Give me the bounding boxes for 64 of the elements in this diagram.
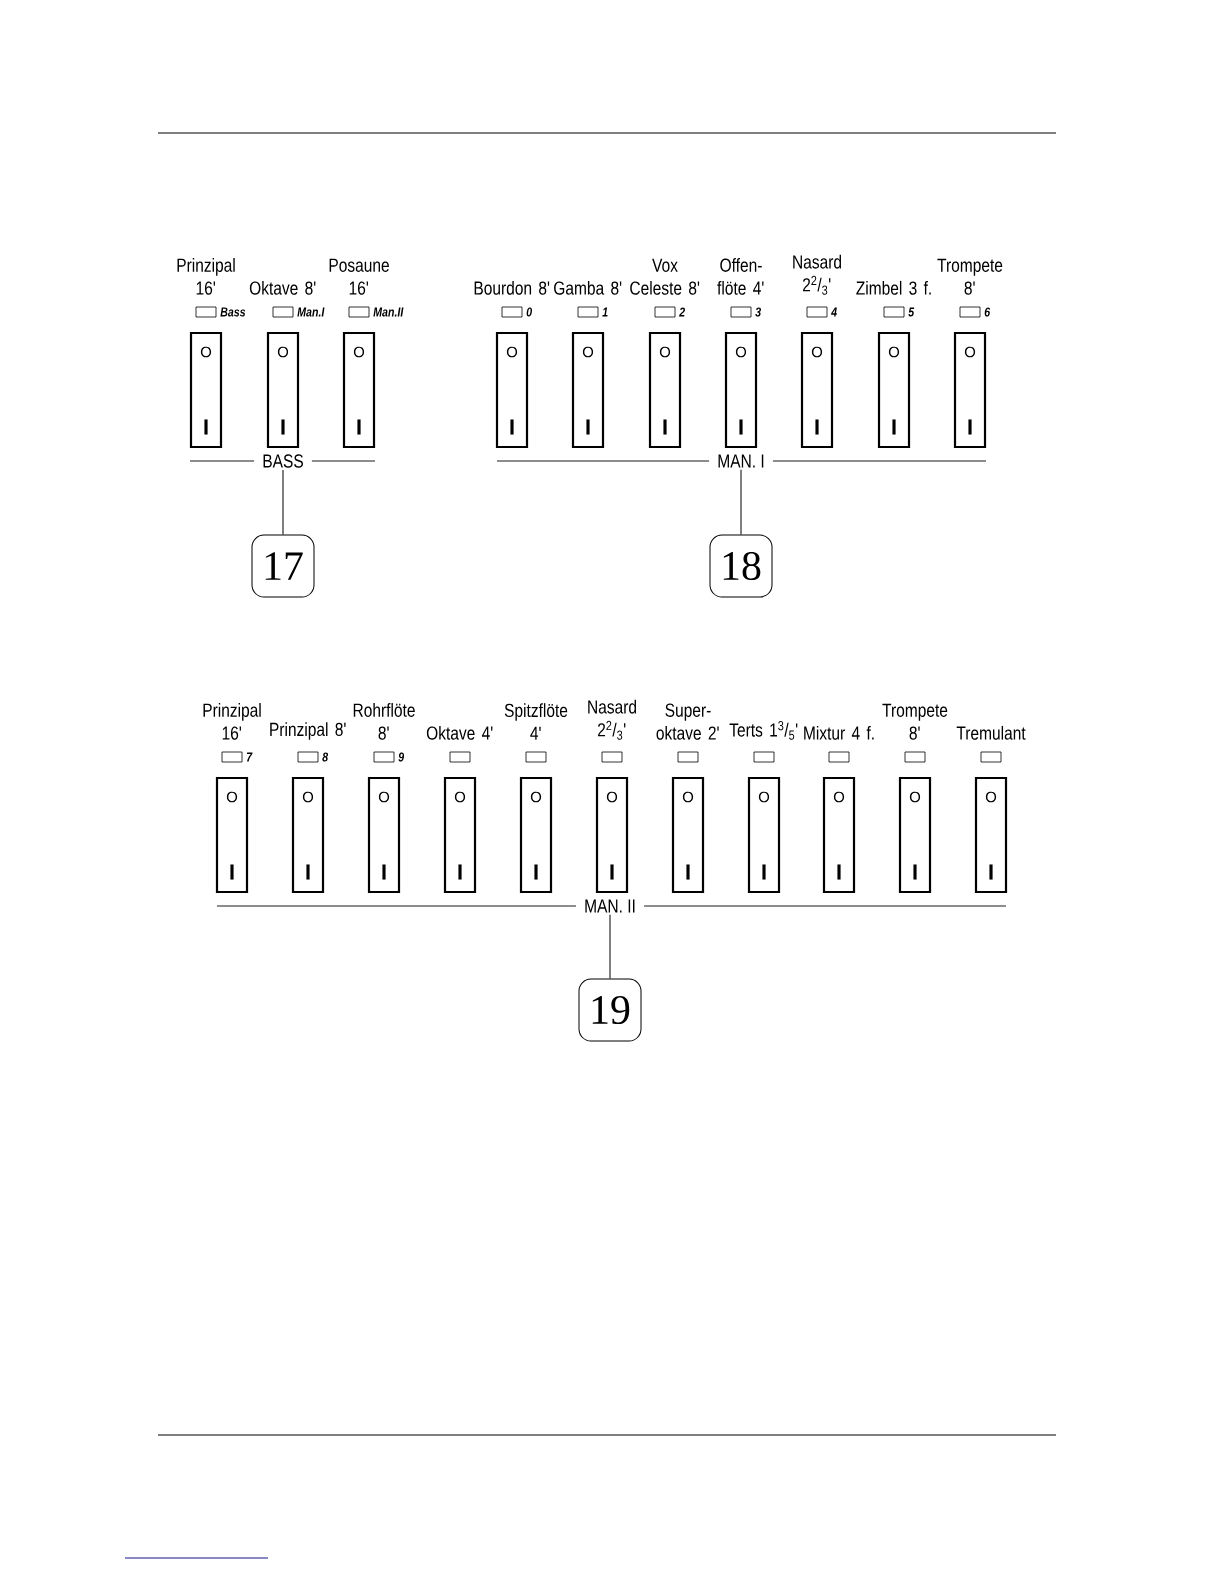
section-label: MAN. I — [718, 454, 764, 468]
rocker-switch: O I — [724, 331, 758, 449]
rocker-switch: O I — [747, 776, 781, 894]
stop-label: Nasard 2$^{2}$/$_{3}$' — [793, 254, 841, 295]
section-label: BASS — [263, 454, 303, 468]
section-label: MAN. II — [585, 899, 635, 913]
stop-label: Offen- flöte 4' — [717, 258, 764, 295]
rocker-switch: O I — [595, 776, 629, 894]
led-number: 9 — [398, 752, 405, 762]
rocker-switch: O I — [291, 776, 325, 894]
rocker-switch: O I — [266, 331, 300, 449]
stop-label: Nasard 2$^{2}$/$_{3}$' — [588, 699, 636, 740]
led-number: Bass — [220, 307, 246, 317]
rocker-switch: O I — [189, 331, 223, 449]
leader-line — [740, 469, 742, 535]
rocker-switch: O I — [800, 331, 834, 449]
stop-label: Prinzipal 8' — [270, 722, 346, 740]
rocker-switch: O I — [953, 331, 987, 449]
rocker-switch: O I — [519, 776, 553, 894]
stop-label: Spitzflöte 4' — [504, 703, 568, 740]
rocker-switch: O I — [648, 331, 682, 449]
led-number: Man.I — [297, 307, 325, 317]
leader-line — [609, 914, 611, 979]
callout-number: 19 — [578, 978, 642, 1042]
led-number: 6 — [984, 307, 991, 317]
rocker-switch: O I — [342, 331, 376, 449]
led-number: 7 — [246, 752, 253, 762]
rocker-switch: O I — [974, 776, 1008, 894]
rocker-switch: O I — [898, 776, 932, 894]
led-number: 1 — [602, 307, 608, 317]
stop-label: Vox Celeste 8' — [630, 258, 700, 295]
stop-label: Trompete 8' — [882, 703, 948, 740]
stop-label: Posaune 16' — [329, 258, 389, 295]
rocker-switch: O I — [822, 776, 856, 894]
rocker-switch: O I — [571, 331, 605, 449]
callout-number: 18 — [709, 534, 773, 598]
callout-number: 17 — [251, 534, 315, 598]
rocker-switch: O I — [443, 776, 477, 894]
rocker-switch: O I — [877, 331, 911, 449]
led-number: 8 — [322, 752, 329, 762]
leader-line — [282, 469, 284, 535]
stop-label: Zimbel 3 f. — [856, 280, 931, 295]
stop-label: Tremulant — [956, 725, 1026, 740]
stop-label: Mixtur 4 f. — [804, 725, 874, 740]
led-number: 0 — [526, 307, 532, 317]
stop-label: Gamba 8' — [554, 280, 622, 295]
led-number: 5 — [908, 307, 915, 317]
stop-label: Oktave 4' — [426, 725, 493, 740]
rocker-switch: O I — [671, 776, 705, 894]
stop-label: Oktave 8' — [249, 280, 316, 295]
led-number: 2 — [679, 307, 685, 317]
stop-label: Prinzipal 16' — [203, 703, 261, 740]
stop-label: Terts 1$^{3}$/$_{5}$' — [729, 721, 798, 740]
stop-label: Prinzipal 16' — [177, 258, 235, 295]
stop-label: Bourdon 8' — [474, 280, 550, 295]
rocker-switch: O I — [215, 776, 249, 894]
led-number: Man.II — [373, 307, 404, 317]
stop-label: Super- oktave 2' — [656, 703, 719, 740]
led-number: 4 — [831, 307, 837, 317]
rocker-switch: O I — [367, 776, 401, 894]
stop-label: Trompete 8' — [937, 258, 1003, 295]
led-number: 3 — [755, 307, 761, 317]
rocker-switch: O I — [495, 331, 529, 449]
stop-label: Rohrflöte 8' — [353, 703, 415, 740]
